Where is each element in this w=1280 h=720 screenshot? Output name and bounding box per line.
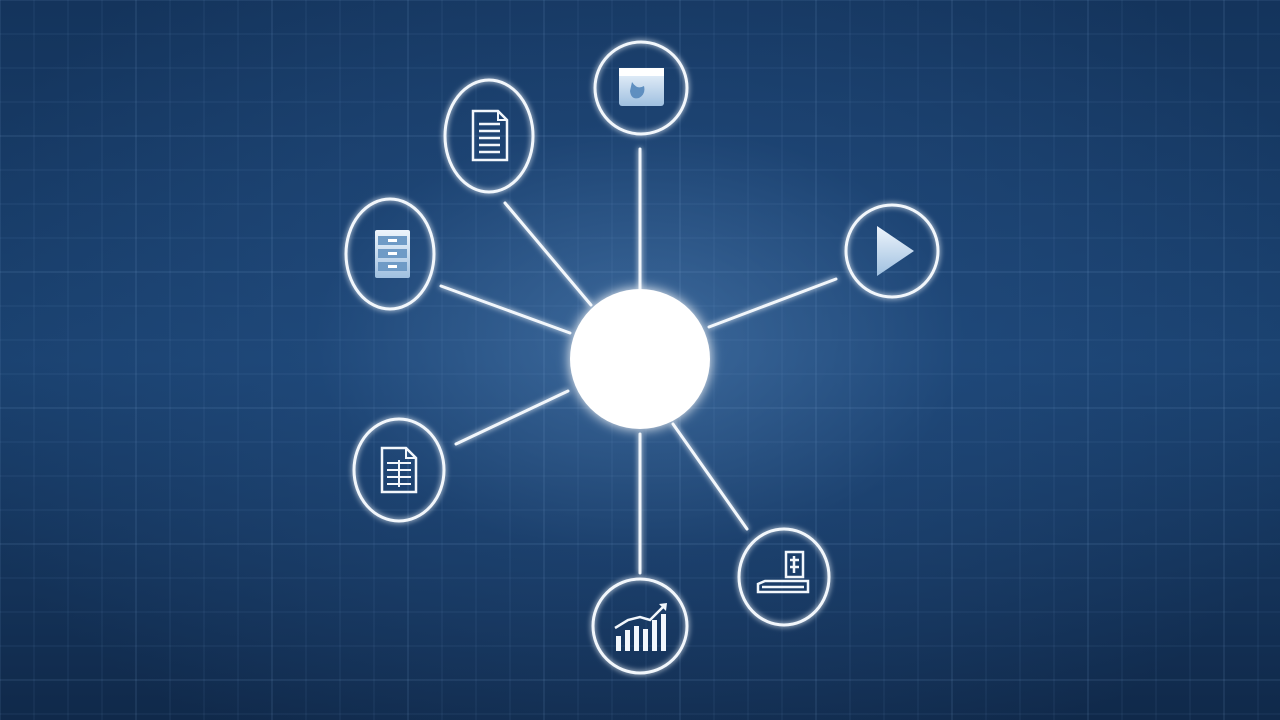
node-growth-chart[interactable] <box>591 577 689 675</box>
node-play[interactable] <box>844 203 940 299</box>
spreadsheet-doc-icon <box>380 446 418 494</box>
center-hub <box>570 289 710 429</box>
connector-document <box>503 201 593 307</box>
video-frame-icon <box>619 68 664 106</box>
connector-play <box>707 277 838 329</box>
storage-rack-icon <box>756 550 810 594</box>
connector-spreadsheet <box>454 389 570 446</box>
bar-chart-growth-icon <box>614 603 667 651</box>
connector-archive <box>439 284 572 335</box>
node-spreadsheet[interactable] <box>352 417 446 523</box>
connector-storage <box>671 422 749 531</box>
node-video[interactable] <box>593 40 689 136</box>
node-archive[interactable] <box>344 197 436 311</box>
connector-lines <box>439 147 838 575</box>
node-storage[interactable] <box>737 527 831 627</box>
node-document[interactable] <box>443 78 535 194</box>
archive-box-icon <box>375 230 410 278</box>
document-lines-icon <box>471 109 509 162</box>
play-icon <box>877 226 914 276</box>
